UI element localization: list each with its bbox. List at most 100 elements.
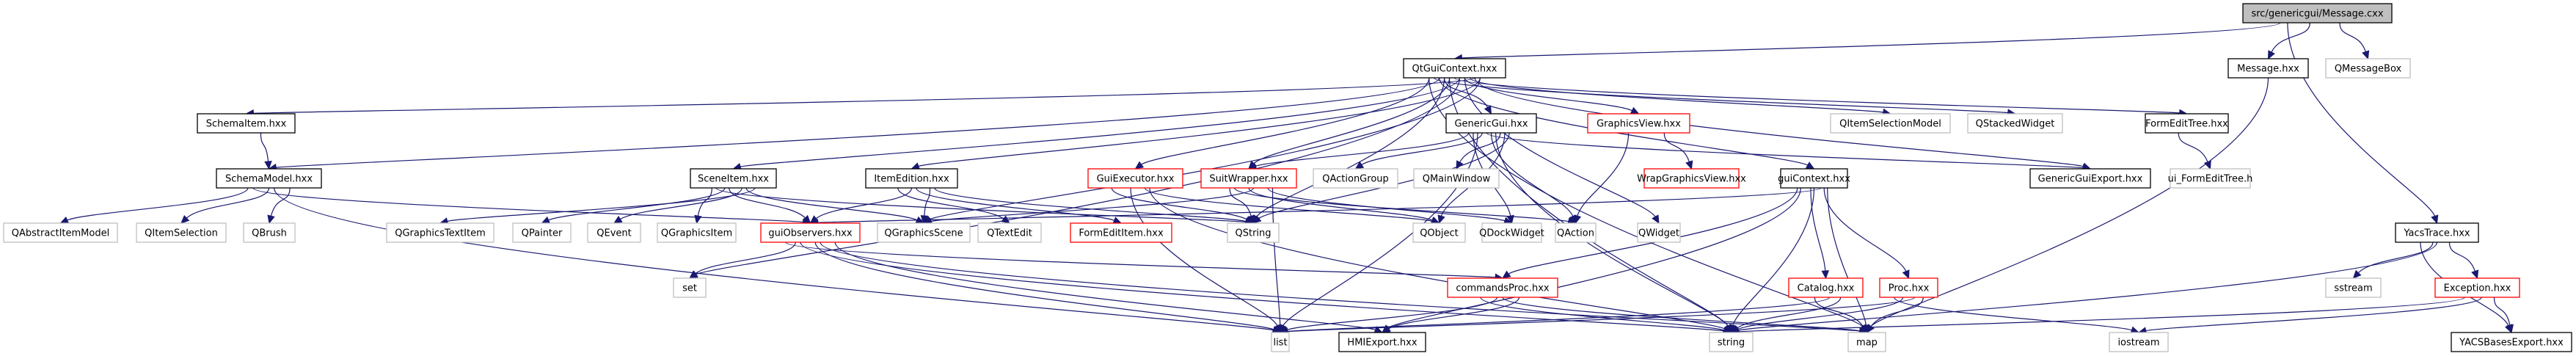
node-SceneItem[interactable]: SceneItem.hxx xyxy=(690,168,777,189)
node-label: QAbstractItemModel xyxy=(12,228,109,239)
node-QTextEdit: QTextEdit xyxy=(977,222,1042,243)
node-Catalog[interactable]: Catalog.hxx xyxy=(1788,277,1864,298)
edge-SuitWrapper-to-QAction xyxy=(1233,187,1577,225)
edge-line xyxy=(897,187,1004,219)
node-commandsProc[interactable]: commandsProc.hxx xyxy=(1447,277,1558,298)
node-box xyxy=(2227,58,2309,79)
arrowhead xyxy=(2203,160,2211,170)
node-QDockWidget: QDockWidget xyxy=(1479,222,1544,243)
edge-line xyxy=(1738,297,2465,333)
node-HMIExport[interactable]: HMIExport.hxx xyxy=(1338,332,1426,352)
edge-line xyxy=(620,187,742,220)
node-box xyxy=(877,222,971,243)
node-QAbstractItemModel: QAbstractItemModel xyxy=(3,222,118,243)
node-YACSBasesExport[interactable]: YACSBasesExport.hxx xyxy=(2451,332,2572,352)
node-box xyxy=(1447,277,1558,298)
node-label: QActionGroup xyxy=(1322,174,1389,185)
node-box xyxy=(1830,113,1951,134)
node-FormEditItem[interactable]: FormEditItem.hxx xyxy=(1070,222,1172,243)
node-label: Message.hxx xyxy=(2237,64,2299,75)
node-box xyxy=(1643,168,1740,189)
node-guiContext[interactable]: guiContext.hxx xyxy=(1778,168,1850,189)
edge-line xyxy=(834,241,1376,330)
edge-line xyxy=(186,187,270,219)
node-Proc[interactable]: Proc.hxx xyxy=(1879,277,1938,298)
node-label: SchemaItem.hxx xyxy=(206,119,287,130)
arrowhead xyxy=(1354,161,1365,170)
nodes-layer: src/genericgui/Message.cxxQtGuiContext.h… xyxy=(3,3,2572,352)
node-YacsTrace[interactable]: YacsTrace.hxx xyxy=(2395,222,2479,243)
node-label: list xyxy=(1273,338,1287,349)
arrowhead xyxy=(180,214,190,224)
edge-line xyxy=(2145,297,2482,332)
node-label: WrapGraphicsView.hxx xyxy=(1637,174,1746,185)
node-ItemEdition[interactable]: ItemEdition.hxx xyxy=(865,168,958,189)
node-label: string xyxy=(1718,338,1745,349)
node-QtGuiContext[interactable]: QtGuiContext.hxx xyxy=(1403,58,1506,79)
node-Exception[interactable]: Exception.hxx xyxy=(2434,277,2520,298)
node-QAction: QAction xyxy=(1555,222,1597,243)
node-label: Catalog.hxx xyxy=(1798,283,1855,294)
node-ui_FormEditTree: ui_FormEditTree.h xyxy=(2168,168,2252,189)
node-FormEditTree[interactable]: FormEditTree.hxx xyxy=(2145,113,2229,134)
node-box xyxy=(1481,222,1542,243)
edge-line xyxy=(1464,77,1632,112)
node-label: set xyxy=(682,283,697,294)
node-box xyxy=(1709,332,1754,352)
node-GuiExecutor[interactable]: GuiExecutor.hxx xyxy=(1087,168,1183,189)
edge-line xyxy=(1453,77,2180,114)
node-label: QMessageBox xyxy=(2335,64,2402,75)
arrowhead xyxy=(1456,160,1464,170)
node-label: QDockWidget xyxy=(1479,228,1544,239)
edge-guiContext-to-Catalog xyxy=(1810,187,1830,280)
edge-SceneItem-to-QEvent xyxy=(613,187,742,224)
edge-line xyxy=(252,187,803,223)
node-box xyxy=(1338,332,1426,352)
edge-GuiExecutor-to-string xyxy=(1149,187,1732,333)
node-SuitWrapper[interactable]: SuitWrapper.hxx xyxy=(1200,168,1297,189)
node-root[interactable]: src/genericgui/Message.cxx xyxy=(2242,3,2393,23)
edge-line xyxy=(1434,77,2008,114)
node-map: map xyxy=(1847,332,1886,352)
node-label: QStackedWidget xyxy=(1976,119,2055,130)
node-box xyxy=(216,168,322,189)
edge-line xyxy=(696,77,1461,275)
edge-line xyxy=(1248,187,1433,221)
node-guiObservers[interactable]: guiObservers.hxx xyxy=(760,222,861,243)
node-label: SchemaModel.hxx xyxy=(225,174,313,185)
arrowhead xyxy=(1437,214,1445,225)
edge-line xyxy=(1870,297,1924,327)
node-box xyxy=(1070,222,1172,243)
edge-QtGuiContext-to-QString xyxy=(1252,77,1445,225)
node-box xyxy=(2451,332,2572,352)
node-GenericGui[interactable]: GenericGui.hxx xyxy=(1445,113,1537,134)
node-box xyxy=(1637,222,1681,243)
edge-SceneItem-to-QGraphicsTextItem xyxy=(439,187,756,225)
node-box xyxy=(1271,332,1290,352)
edge-line xyxy=(1255,132,1470,167)
node-SchemaItem[interactable]: SchemaItem.hxx xyxy=(197,113,296,134)
node-box xyxy=(1780,168,1848,189)
edge-SchemaItem-to-SchemaModel xyxy=(260,132,272,170)
node-label: QPainter xyxy=(522,228,563,239)
arrowhead xyxy=(1247,214,1255,225)
edge-line xyxy=(2271,22,2310,53)
node-box xyxy=(386,222,495,243)
edge-line xyxy=(1490,132,1574,217)
node-SchemaModel[interactable]: SchemaModel.hxx xyxy=(216,168,322,189)
node-GenericGuiExport[interactable]: GenericGuiExport.hxx xyxy=(2029,168,2151,189)
node-box xyxy=(657,222,737,243)
node-box xyxy=(2109,332,2169,352)
edge-line xyxy=(934,187,1247,222)
edge-line xyxy=(729,187,806,219)
node-WrapGraphicsView[interactable]: WrapGraphicsView.hxx xyxy=(1637,168,1746,189)
node-MessageH[interactable]: Message.hxx xyxy=(2227,58,2309,79)
edge-Proc-to-map xyxy=(1866,297,1924,334)
edge-line xyxy=(817,187,1822,223)
node-label: QBrush xyxy=(252,228,287,239)
edge-line xyxy=(1149,187,1726,330)
edge-line xyxy=(67,187,249,221)
edge-guiObservers-to-commandsProc xyxy=(785,241,1504,282)
node-GraphicsView[interactable]: GraphicsView.hxx xyxy=(1587,113,1690,134)
